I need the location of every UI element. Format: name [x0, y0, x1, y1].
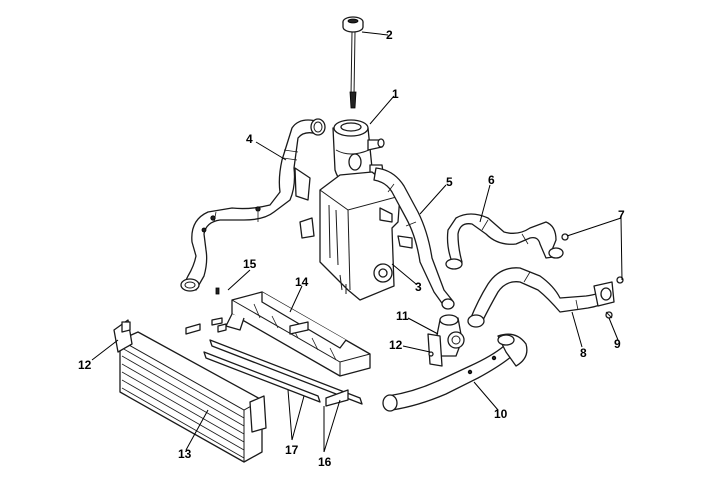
callout-7: 7: [618, 208, 625, 222]
callout-8: 8: [580, 346, 587, 360]
thermostat-housing: [427, 314, 465, 367]
leader-lines: [91, 31, 623, 453]
callout-12-thermostat: 12: [389, 338, 403, 352]
hose-lower: [382, 333, 528, 412]
callout-12-radiator: 12: [78, 358, 92, 372]
callout-1: 1: [392, 87, 399, 101]
callout-11: 11: [396, 309, 409, 323]
reservoir-cap: [342, 16, 364, 109]
callout-15: 15: [243, 257, 257, 271]
callout-5: 5: [446, 175, 453, 189]
callout-10: 10: [494, 407, 508, 421]
hose-right: [467, 267, 615, 328]
foam-strips: [185, 287, 363, 407]
callout-17: 17: [285, 443, 299, 457]
mounting-bracket: [225, 291, 371, 377]
callout-9: 9: [614, 337, 621, 351]
hose-clamps: [561, 233, 624, 319]
reservoir-body: [294, 167, 413, 301]
radiator-core: [113, 319, 267, 463]
callout-13: 13: [178, 447, 192, 461]
callout-6: 6: [488, 173, 495, 187]
callout-3: 3: [415, 280, 422, 294]
hose-upper-right: [445, 213, 564, 270]
hose-tank-outlet: [373, 167, 455, 310]
callout-14: 14: [295, 275, 309, 289]
callout-2: 2: [386, 28, 393, 42]
hose-upper-left: [180, 118, 326, 292]
callout-4: 4: [246, 132, 253, 146]
callout-16: 16: [318, 455, 332, 469]
